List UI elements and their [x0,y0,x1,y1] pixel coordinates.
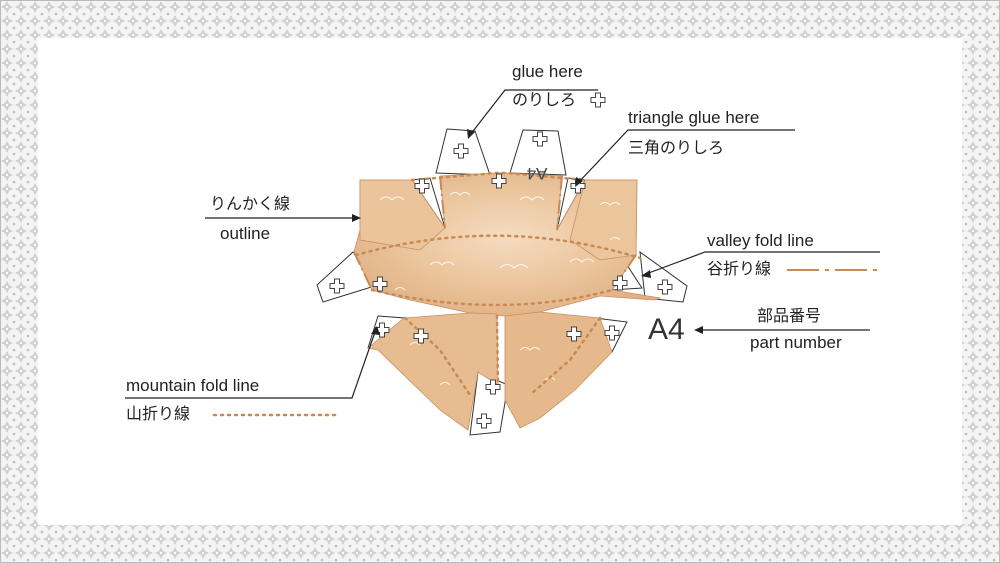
label-valley-fold-ja: 谷折り線 [707,259,772,278]
leader-lines [125,89,880,399]
paper-left-leg [367,312,499,431]
glue-tab-right [639,250,688,303]
paper-texture [379,192,621,386]
plus-icon [590,92,606,108]
mountain-fold-lines [354,171,642,397]
part-number-on-tab: A4 [527,164,548,183]
arrowheads [352,129,703,335]
label-outline-ja: りんかく線 [210,194,291,213]
label-glue-here-en: glue here [512,62,583,81]
part-number: A4 [648,313,685,346]
paper-body [353,172,662,431]
label-valley-fold-en: valley fold line [707,231,814,250]
paper-right-leg [504,311,613,429]
label-triangle-glue-en: triangle glue here [628,108,760,127]
label-mountain-fold-en: mountain fold line [126,376,260,395]
label-mountain-fold-ja: 山折り線 [126,404,191,423]
label-triangle-glue-ja: 三角のりしろ [628,138,725,157]
glue-tab-top-right [509,129,567,176]
label-part-number-ja: 部品番号 [757,306,822,325]
label-outline-en: outline [220,224,271,243]
label-part-number-en: part number [750,333,842,352]
label-glue-here-ja: のりしろ [512,90,577,109]
paper-right-top [569,179,638,261]
